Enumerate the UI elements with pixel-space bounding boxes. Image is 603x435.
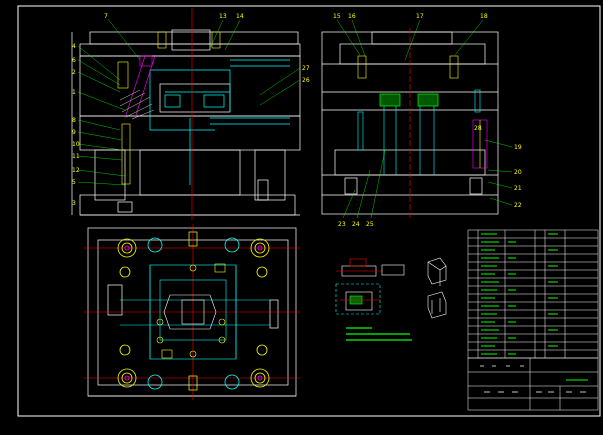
side-balloon-label: 19 [514, 144, 522, 151]
side-balloon-label: 28 [474, 125, 482, 132]
parts-list-table[interactable] [467, 229, 599, 411]
side-balloon-label: 21 [514, 185, 522, 192]
front-balloon-labels: 7 13 14 4 6 2 1 8 9 10 11 12 5 3 27 26 [72, 13, 310, 207]
part-detail-views[interactable] [335, 257, 447, 319]
side-leaders [336, 19, 513, 219]
side-section-hidden [357, 55, 488, 169]
side-section-cooling [357, 89, 481, 175]
front-leaders [77, 18, 301, 186]
front-balloon-label: 13 [219, 13, 227, 20]
side-balloon-labels: 15 16 17 18 19 20 21 22 23 24 25 28 [333, 13, 522, 228]
side-balloon-label: 15 [333, 13, 341, 20]
sheet-border [17, 5, 601, 417]
front-section-view[interactable] [71, 29, 301, 216]
plan-bushings [188, 231, 198, 391]
plan-ejector-pins [156, 263, 226, 359]
front-balloon-label: 6 [72, 57, 76, 64]
side-balloon-label: 18 [480, 13, 488, 20]
front-balloon-label: 11 [72, 153, 80, 160]
side-balloon-label: 16 [348, 13, 356, 20]
front-section-cooling [149, 59, 290, 185]
side-section-view[interactable] [321, 31, 499, 215]
parts-list-rows [468, 230, 598, 359]
front-section-hatch [119, 89, 155, 120]
technical-notes [346, 327, 412, 341]
front-balloon-label: 5 [72, 179, 76, 186]
front-balloon-label: 3 [72, 200, 76, 207]
front-balloon-label: 8 [72, 117, 76, 124]
front-balloon-label: 7 [104, 13, 108, 20]
side-balloon-label: 23 [338, 221, 346, 228]
front-balloon-label: 27 [302, 65, 310, 72]
side-section-inserts [379, 93, 439, 107]
plan-centerlines [84, 224, 300, 400]
title-block-text-strokes [480, 365, 586, 393]
side-balloon-label: 17 [416, 13, 424, 20]
side-balloon-label: 25 [366, 221, 374, 228]
title-block [468, 357, 598, 410]
front-balloon-label: 12 [72, 167, 80, 174]
plan-guide-pillars [117, 237, 270, 390]
side-balloon-label: 20 [514, 169, 522, 176]
side-balloon-label: 22 [514, 202, 522, 209]
front-balloon-label: 10 [72, 141, 80, 148]
front-balloon-label: 2 [72, 69, 76, 76]
front-balloon-label: 26 [302, 77, 310, 84]
front-section-hidden [117, 31, 221, 185]
front-balloon-label: 4 [72, 43, 76, 50]
front-balloon-label: 14 [236, 13, 244, 20]
front-balloon-label: 1 [72, 89, 76, 96]
side-balloon-label: 24 [352, 221, 360, 228]
front-balloon-label: 9 [72, 129, 76, 136]
parts-list-text-strokes [481, 233, 588, 381]
